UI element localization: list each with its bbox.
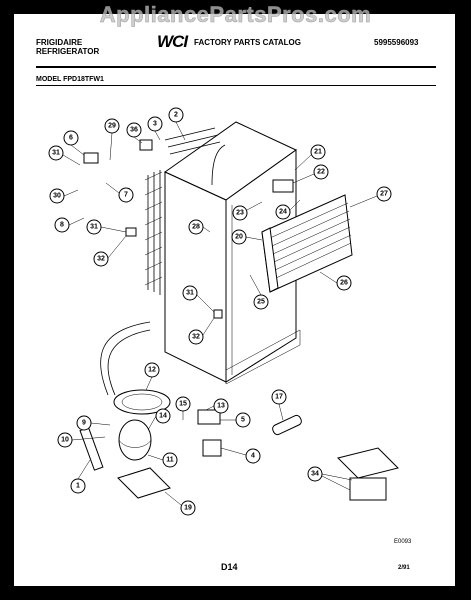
model-number: MODEL FPD18TFW1	[36, 76, 104, 83]
callout-21: 21	[310, 144, 326, 160]
wci-logo: WCI	[157, 32, 188, 51]
svg-text:15: 15	[179, 401, 187, 408]
model-rule	[36, 85, 436, 86]
callout-10: 10	[57, 432, 73, 448]
svg-text:23: 23	[236, 210, 244, 217]
callout-30: 30	[49, 188, 65, 204]
header-rule	[36, 66, 436, 68]
svg-text:17: 17	[275, 394, 283, 401]
svg-text:22: 22	[317, 169, 325, 176]
brand-line-2: REFRIGERATOR	[36, 47, 100, 56]
motor-assembly	[337, 447, 399, 501]
svg-text:12: 12	[148, 367, 156, 374]
clip-31	[125, 227, 137, 237]
svg-text:7: 7	[124, 192, 128, 199]
callout-34: 34	[307, 466, 323, 482]
callout-6: 6	[63, 130, 79, 146]
callout-24: 24	[275, 204, 291, 220]
svg-text:26: 26	[340, 280, 348, 287]
svg-text:20: 20	[235, 234, 243, 241]
callout-9: 9	[76, 415, 92, 431]
svg-text:3: 3	[153, 121, 157, 128]
drain-pan	[113, 389, 171, 415]
brand-line-1: FRIGIDAIRE	[36, 38, 83, 47]
relay	[197, 409, 221, 425]
callout-11: 11	[162, 452, 178, 468]
svg-text:10: 10	[61, 437, 69, 444]
callout-2: 2	[168, 107, 184, 123]
capacitor	[272, 414, 302, 436]
callout-32-lower: 32	[188, 329, 204, 345]
compressor-base	[117, 467, 171, 499]
svg-text:6: 6	[69, 135, 73, 142]
callout-31-top: 31	[48, 145, 64, 161]
callout-1: 1	[70, 478, 86, 494]
callout-29: 29	[104, 118, 120, 134]
bracket-6	[83, 152, 99, 164]
svg-text:14: 14	[159, 413, 167, 420]
svg-text:31: 31	[52, 150, 60, 157]
svg-text:30: 30	[53, 193, 61, 200]
callout-27: 27	[376, 186, 392, 202]
evaporator	[261, 194, 353, 293]
svg-text:31: 31	[90, 224, 98, 231]
callout-17: 17	[271, 389, 287, 405]
svg-text:25: 25	[257, 299, 265, 306]
svg-text:31: 31	[186, 290, 194, 297]
callout-36: 36	[126, 122, 142, 138]
callout-26: 26	[336, 275, 352, 291]
callout-7: 7	[118, 187, 134, 203]
svg-text:5: 5	[241, 417, 245, 424]
leader-lines	[62, 121, 378, 506]
callout-31-low: 31	[182, 285, 198, 301]
svg-text:34: 34	[311, 471, 319, 478]
callout-20: 20	[231, 229, 247, 245]
svg-text:24: 24	[279, 209, 287, 216]
callout-23: 23	[232, 205, 248, 221]
svg-text:4: 4	[251, 453, 255, 460]
catalog-number: 5995596093	[374, 38, 419, 47]
overload	[202, 439, 222, 457]
callout-22: 22	[313, 164, 329, 180]
svg-text:13: 13	[217, 403, 225, 410]
page-number: D14	[221, 562, 238, 572]
callout-28: 28	[188, 219, 204, 235]
svg-text:9: 9	[82, 420, 86, 427]
callout-14: 14	[155, 408, 171, 424]
svg-text:11: 11	[166, 457, 174, 464]
svg-text:29: 29	[108, 123, 116, 130]
svg-text:2: 2	[174, 112, 178, 119]
svg-text:21: 21	[314, 149, 322, 156]
callout-13: 13	[213, 398, 229, 414]
svg-text:27: 27	[380, 191, 388, 198]
callout-8: 8	[54, 217, 70, 233]
callout-4: 4	[245, 448, 261, 464]
callout-25: 25	[253, 294, 269, 310]
callout-32-upper: 32	[93, 251, 109, 267]
callout-3: 3	[147, 116, 163, 132]
callout-31-mid: 31	[86, 219, 102, 235]
svg-text:32: 32	[192, 334, 200, 341]
condenser-coil	[144, 127, 221, 295]
svg-text:8: 8	[60, 222, 64, 229]
svg-text:19: 19	[184, 505, 192, 512]
catalog-title: FACTORY PARTS CATALOG	[194, 38, 301, 47]
svg-text:28: 28	[192, 224, 200, 231]
clip-31b	[213, 309, 223, 319]
callout-19: 19	[180, 500, 196, 516]
compressor	[118, 419, 152, 461]
fan-bracket	[272, 179, 294, 193]
svg-text:1: 1	[76, 483, 80, 490]
callout-5: 5	[235, 412, 251, 428]
callout-12: 12	[144, 362, 160, 378]
revision-date: 2/91	[398, 565, 410, 571]
diagram-code: E0093	[394, 539, 412, 545]
drier	[79, 426, 104, 471]
drain-hose	[100, 321, 151, 396]
callout-15: 15	[175, 396, 191, 412]
svg-text:36: 36	[130, 127, 138, 134]
clip-36	[139, 139, 153, 151]
svg-text:32: 32	[97, 256, 105, 263]
